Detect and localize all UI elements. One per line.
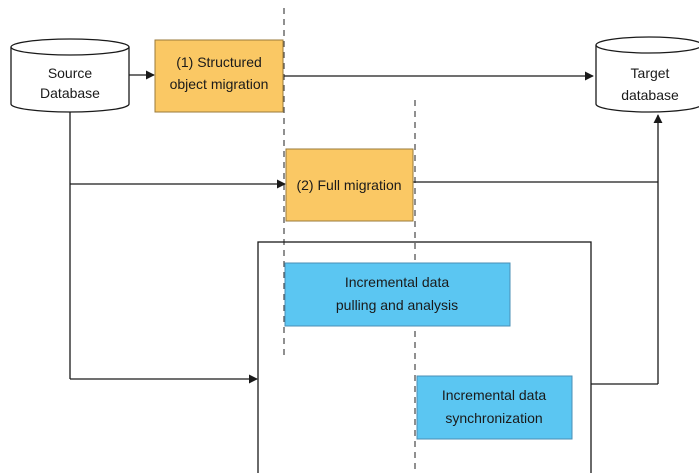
structured-migration-line1: (1) Structured — [176, 54, 262, 70]
source-database: Source Database — [10, 38, 130, 113]
incremental-container — [257, 241, 592, 473]
structured-migration-box: (1) Structured object migration — [154, 39, 284, 113]
incremental-sync-box: Incremental data synchronization — [416, 375, 573, 440]
incremental-pulling-line1: Incremental data — [345, 274, 449, 290]
full-migration-label: (2) Full migration — [296, 177, 401, 193]
incremental-sync-line1: Incremental data — [442, 387, 546, 403]
full-migration-box: (2) Full migration — [285, 148, 414, 222]
target-database: Target database — [595, 36, 699, 113]
source-db-line1: Source — [48, 65, 93, 81]
structured-migration-line2: object migration — [170, 76, 269, 92]
source-db-line2: Database — [40, 85, 100, 101]
target-db-line2: database — [621, 87, 679, 103]
incremental-sync-line2: synchronization — [445, 410, 542, 426]
incremental-pulling-box: Incremental data pulling and analysis — [284, 262, 511, 327]
incremental-pulling-line2: pulling and analysis — [336, 297, 458, 313]
target-db-line1: Target — [631, 65, 670, 81]
